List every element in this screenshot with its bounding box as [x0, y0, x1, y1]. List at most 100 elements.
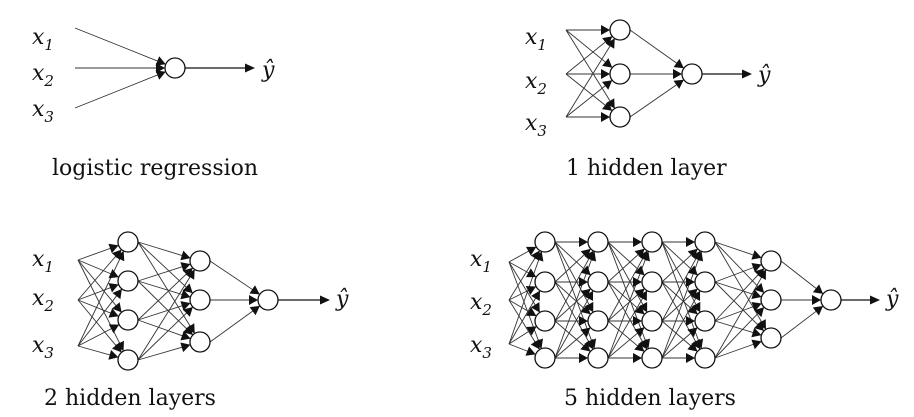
- connection-edge: [565, 29, 613, 69]
- output-arrow-head: [870, 295, 880, 305]
- input-weight-marker: [180, 250, 191, 261]
- input-weight-marker: [601, 25, 610, 35]
- neuron: [694, 231, 716, 253]
- input-weight-marker: [533, 251, 544, 262]
- connection-edge: [714, 268, 765, 322]
- input-x1-label: x1: [470, 247, 492, 276]
- input-weight-marker: [108, 243, 119, 254]
- connection-edge: [508, 251, 543, 345]
- neuron: [760, 289, 782, 311]
- caption-logistic-regression: logistic regression: [52, 156, 258, 181]
- connection-edge: [661, 281, 701, 350]
- connection-edge: [508, 261, 541, 313]
- hidden-layer-4: [694, 231, 716, 369]
- hidden-layer-3: [641, 231, 663, 369]
- connection-edge: [137, 344, 191, 361]
- connection-edge: [714, 269, 767, 359]
- connection-edge: [607, 290, 648, 359]
- connection-edge: [137, 280, 194, 336]
- connection-edge: [137, 269, 196, 361]
- input-weight-marker: [687, 341, 698, 352]
- input-weight-marker: [757, 269, 767, 280]
- output-y-hat-label: ŷ: [757, 63, 771, 88]
- input-weight-marker: [108, 350, 119, 360]
- five-hidden-input-labels: x1 x2 x3: [470, 247, 492, 362]
- input-weight-marker: [156, 63, 165, 73]
- input-weight-marker: [602, 80, 613, 90]
- input-weight-marker: [633, 353, 642, 363]
- input-weight-marker: [586, 251, 597, 262]
- connection-edge: [565, 79, 613, 118]
- neuron: [820, 289, 842, 311]
- input-weight-marker: [525, 346, 536, 356]
- connection-edge: [74, 27, 166, 65]
- input-weight-marker: [249, 285, 260, 295]
- input-weight-marker: [640, 251, 650, 262]
- connection-edge: [565, 38, 616, 118]
- neuron-layers: [534, 231, 842, 369]
- input-weight-marker: [751, 289, 762, 299]
- input-weight-marker: [579, 353, 588, 363]
- connection-edge: [209, 260, 260, 295]
- input-weight-marker: [673, 69, 682, 79]
- neuron: [534, 231, 556, 253]
- input-weight-marker: [530, 302, 540, 313]
- input-weight-marker: [638, 301, 648, 313]
- input-weight-marker: [812, 284, 824, 294]
- neuron: [117, 309, 139, 331]
- input-weight-marker: [182, 283, 193, 294]
- input-x3-label: x3: [470, 333, 492, 362]
- input-weight-marker: [634, 304, 645, 315]
- logistic-regression-diagram: x1 x2 x3 ŷ logistic regression: [32, 25, 275, 181]
- input-weight-marker: [584, 301, 594, 313]
- input-x3-label: x3: [525, 111, 547, 140]
- connection-edges: [74, 27, 166, 109]
- input-weight-marker: [530, 339, 540, 350]
- input-weight-marker: [111, 342, 122, 353]
- input-weight-marker: [602, 58, 613, 68]
- five-hidden-layers-network: [508, 231, 880, 369]
- input-weight-marker: [633, 277, 642, 287]
- output-layer: [257, 289, 279, 311]
- input-weight-marker: [111, 302, 122, 313]
- connection-edge: [714, 241, 767, 330]
- input-weight-marker: [180, 301, 191, 311]
- input-x3-label: x3: [32, 333, 54, 362]
- connection-edge: [661, 241, 701, 313]
- input-weight-marker: [751, 339, 762, 350]
- connection-edge: [77, 288, 123, 347]
- input-weight-marker: [580, 327, 591, 338]
- neuron: [189, 331, 211, 353]
- input-weight-marker: [155, 56, 166, 66]
- hidden-layer-2: [189, 250, 211, 353]
- connection-edge: [508, 261, 542, 349]
- input-x1-label: x1: [32, 25, 54, 54]
- neuron: [587, 310, 609, 332]
- input-weight-marker: [579, 237, 588, 247]
- input-weight-marker: [525, 286, 537, 295]
- input-weight-marker: [180, 262, 191, 272]
- input-weight-marker: [751, 327, 762, 338]
- connection-edge: [508, 299, 541, 350]
- input-weight-marker: [115, 251, 125, 262]
- connection-edge: [137, 280, 191, 298]
- weight-markers: [155, 56, 166, 80]
- connection-edge: [714, 306, 765, 359]
- input-weight-marker: [579, 316, 588, 326]
- neuron: [694, 310, 716, 332]
- neuron: [694, 347, 716, 369]
- neuron: [609, 106, 631, 128]
- input-weight-marker: [638, 339, 647, 350]
- input-weight-marker: [812, 295, 821, 305]
- connection-edge: [137, 241, 194, 294]
- connection-edge: [137, 263, 191, 282]
- weight-markers: [108, 243, 260, 360]
- input-weight-marker: [526, 307, 537, 316]
- output-y-hat-label: ŷ: [335, 287, 349, 312]
- input-weight-marker: [249, 295, 258, 305]
- caption-two-hidden-layers: 2 hidden layers: [44, 386, 216, 411]
- input-weight-marker: [686, 277, 695, 287]
- input-x2-label: x2: [32, 61, 54, 90]
- output-layer: [164, 57, 186, 79]
- hidden-layer-1: [534, 231, 556, 369]
